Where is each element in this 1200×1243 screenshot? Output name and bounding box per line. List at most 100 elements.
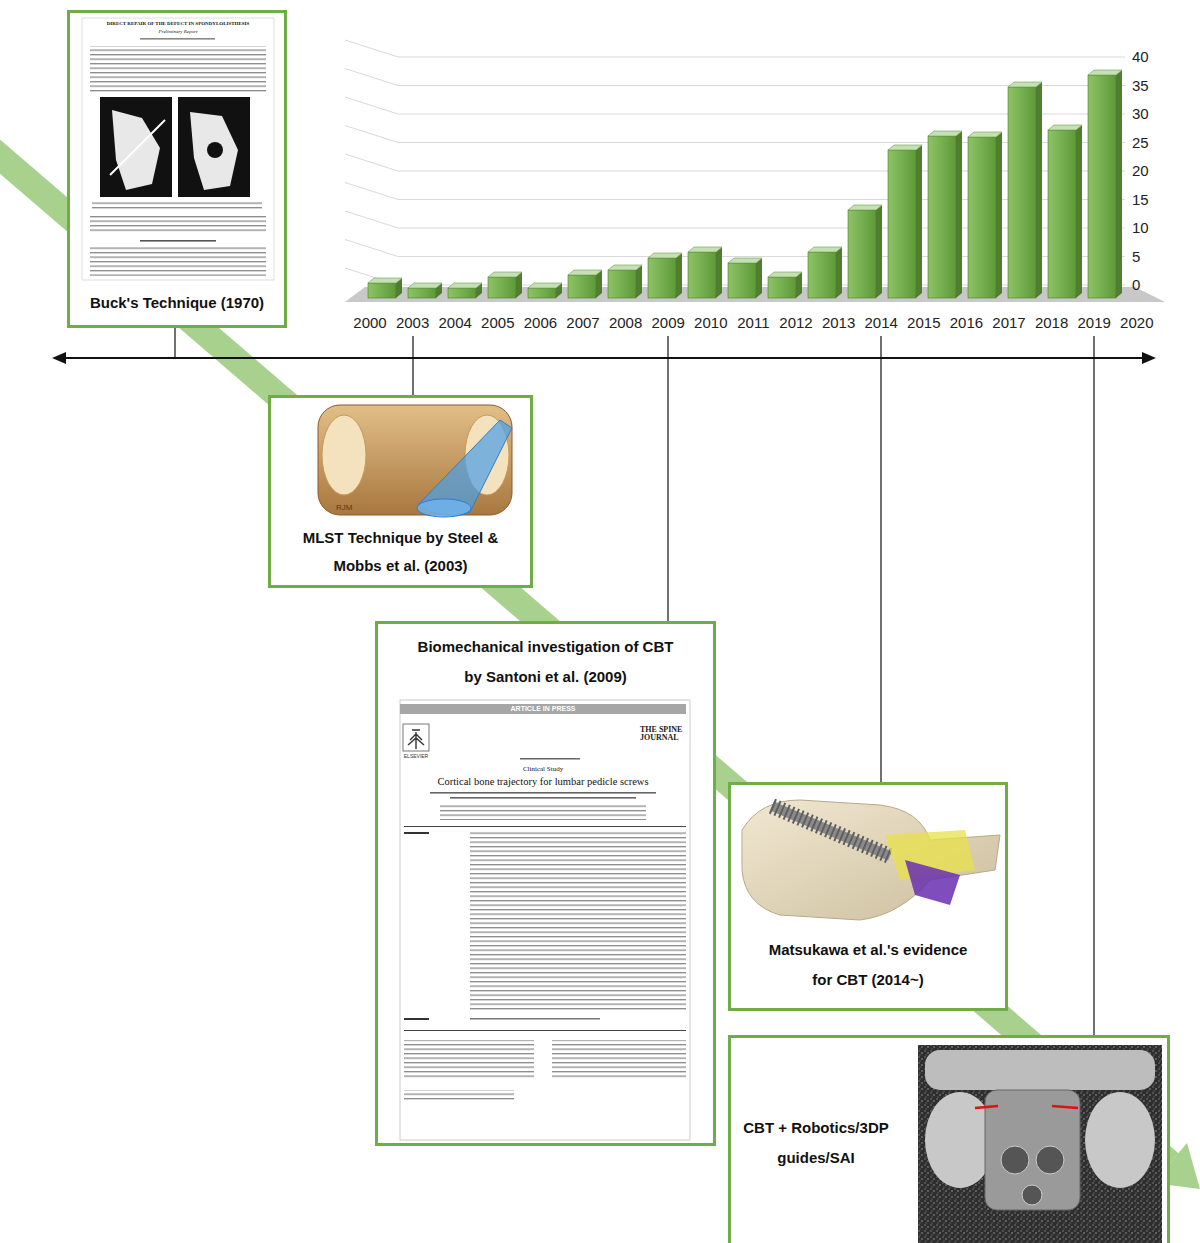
- paper-text: Clinical Study: [523, 765, 563, 773]
- chart-bar: [848, 210, 876, 298]
- chart-bar: [1088, 70, 1122, 75]
- paper-thumbnail: [82, 18, 274, 280]
- chart-bar: [716, 247, 722, 298]
- timeline-band: [0, 148, 1170, 1163]
- year-label: 2016: [950, 314, 983, 332]
- chart-bar: [1048, 125, 1082, 130]
- guide-illustration: [1085, 1092, 1155, 1188]
- box-fill: [728, 1035, 1170, 1243]
- chart-bar: [876, 205, 882, 298]
- chart-bar: [968, 137, 996, 298]
- paper-thumbnail: [90, 216, 266, 234]
- vertebra-illustration: [322, 415, 366, 495]
- year-label: 2009: [652, 314, 685, 332]
- box-fill: [728, 782, 1008, 1011]
- axis-value: 15: [1132, 191, 1149, 209]
- paper-thumbnail: [404, 832, 429, 834]
- chart-bar: [448, 283, 482, 288]
- chart-bar: [888, 145, 922, 150]
- paper-thumbnail: [190, 112, 238, 190]
- paper-thumbnail: [400, 704, 686, 714]
- paper-thumbnail: [404, 826, 686, 827]
- timeline-band: [0, 148, 1200, 1189]
- paper-thumbnail: [470, 832, 686, 1012]
- axis-value: 10: [1132, 219, 1149, 237]
- chart-bar: [1008, 87, 1036, 298]
- chart-bar: [928, 136, 956, 298]
- paper-text: ELSEVIER: [404, 753, 428, 759]
- paper-thumbnail: [440, 804, 646, 820]
- axis-value: 30: [1132, 105, 1149, 123]
- chart-bar: [928, 131, 962, 136]
- chart-bar: [888, 150, 916, 298]
- guide-illustration: [1022, 1185, 1042, 1205]
- box-title: Buck's Technique (1970): [75, 294, 279, 312]
- screw-illustration: [772, 806, 890, 856]
- paper-thumbnail: [400, 700, 690, 1140]
- chart-gridline: [345, 40, 1125, 57]
- chart-bar: [768, 277, 796, 298]
- chart-bar: [368, 278, 402, 283]
- year-label: 2012: [779, 314, 812, 332]
- paper-thumbnail: [408, 730, 424, 749]
- timeline-box: Biomechanical investigation of CBT by Sa…: [375, 621, 716, 1146]
- paper-thumbnail: [430, 792, 656, 794]
- year-label: 2017: [992, 314, 1025, 332]
- paper-text: ARTICLE IN PRESS: [511, 705, 576, 713]
- guide-illustration: [985, 1090, 1080, 1210]
- axis-value: 25: [1132, 134, 1149, 152]
- vertebra-illustration: [417, 499, 471, 517]
- chart-bar: [648, 258, 676, 298]
- year-label: 2019: [1078, 314, 1111, 332]
- chart-bar: [408, 288, 436, 298]
- timeline-box: MLST Technique by Steel & Mobbs et al. (…: [268, 395, 533, 588]
- paper-thumbnail: [110, 120, 165, 175]
- chart-bar: [676, 253, 682, 298]
- chart-bar: [968, 132, 1002, 137]
- paper-thumbnail: [404, 1030, 686, 1031]
- box-title: MLST Technique by Steel & Mobbs et al. (…: [290, 524, 512, 580]
- box-fill: [375, 621, 716, 1146]
- year-label: 2013: [822, 314, 855, 332]
- guide-illustration: [1001, 1146, 1029, 1174]
- chart-bar: [528, 288, 556, 298]
- paper-thumbnail: [90, 46, 266, 92]
- screw-illustration: [772, 806, 890, 856]
- chart-bar: [728, 258, 762, 263]
- screw-illustration: [742, 800, 1000, 920]
- chart-bar: [568, 275, 596, 298]
- chart-bar: [808, 247, 842, 252]
- year-label: 2020: [1120, 314, 1153, 332]
- box-fill: [67, 10, 287, 328]
- chart-bar: [996, 132, 1002, 298]
- paper-thumbnail: [404, 1040, 534, 1080]
- chart-bar: [728, 263, 756, 298]
- vertebra-illustration: [318, 405, 512, 515]
- chart-bar: [488, 272, 522, 277]
- box-fill: [268, 395, 533, 588]
- box-title: CBT + Robotics/3DP guides/SAI: [731, 1113, 901, 1173]
- year-label: 2003: [396, 314, 429, 332]
- paper-text: Cortical bone trajectory for lumbar pedi…: [437, 776, 648, 789]
- paper-thumbnail: [520, 758, 580, 760]
- year-label: 2007: [566, 314, 599, 332]
- chart-bar: [368, 283, 396, 298]
- chart-gridline: [345, 69, 1125, 86]
- timeline-box: Matsukawa et al.'s evidence for CBT (201…: [728, 782, 1008, 1011]
- timeline-box: Buck's Technique (1970): [67, 10, 287, 328]
- chart-bar: [1048, 130, 1076, 298]
- paper-thumbnail: [100, 97, 172, 197]
- box-title: Biomechanical investigation of CBT by Sa…: [413, 632, 679, 692]
- paper-text: Preliminary Report: [159, 29, 198, 35]
- year-label: 2000: [353, 314, 386, 332]
- year-label: 2010: [694, 314, 727, 332]
- timeline-box: CBT + Robotics/3DP guides/SAI: [728, 1035, 1170, 1243]
- chart-bar: [688, 247, 722, 252]
- guide-illustration: [918, 1045, 1162, 1243]
- chart-bar: [768, 272, 802, 277]
- chart-bar: [756, 258, 762, 298]
- chart-bar: [408, 283, 442, 288]
- paper-thumbnail: [90, 246, 266, 276]
- paper-thumbnail: [400, 700, 690, 1140]
